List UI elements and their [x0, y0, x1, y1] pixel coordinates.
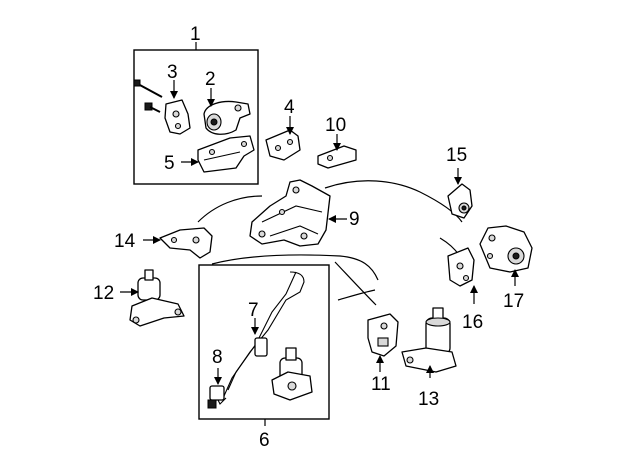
- callout-6: 6: [259, 430, 270, 451]
- callout-17: 17: [503, 291, 524, 312]
- part-8-valve: [207, 385, 225, 409]
- part-6-mount: [271, 347, 313, 401]
- part-3-bracket: [164, 99, 191, 135]
- callout-4: 4: [284, 97, 295, 118]
- callout-3: 3: [167, 62, 178, 83]
- part-14-bracket: [159, 227, 213, 259]
- part-11-bracket: [367, 313, 399, 357]
- callout-7: 7: [248, 300, 259, 321]
- callout-12: 12: [93, 283, 114, 304]
- callout-1: 1: [190, 24, 201, 45]
- callout-16: 16: [462, 312, 483, 333]
- part-10-bracket: [317, 145, 357, 169]
- part-7-hose: [215, 271, 305, 405]
- callout-10: 10: [325, 115, 346, 136]
- part-17-mount: [479, 225, 533, 273]
- callout-9: 9: [349, 209, 360, 230]
- callout-13: 13: [418, 389, 439, 410]
- callout-8: 8: [212, 347, 223, 368]
- part-16-bracket: [447, 247, 475, 287]
- part-12-mount: [129, 269, 185, 327]
- part-4-bracket: [265, 129, 301, 161]
- callout-14: 14: [114, 231, 136, 252]
- part-13-mount: [401, 307, 457, 373]
- part-5-bracket: [197, 135, 255, 173]
- callout-11: 11: [371, 374, 391, 395]
- part-9-large-bracket: [249, 179, 331, 247]
- callout-2: 2: [205, 69, 216, 90]
- group-box-6: [198, 264, 330, 420]
- part-15-bracket: [447, 183, 473, 219]
- callout-15: 15: [446, 145, 467, 166]
- bolt-parts: [133, 79, 163, 113]
- callout-5: 5: [164, 153, 175, 174]
- part-2-mount: [203, 100, 251, 135]
